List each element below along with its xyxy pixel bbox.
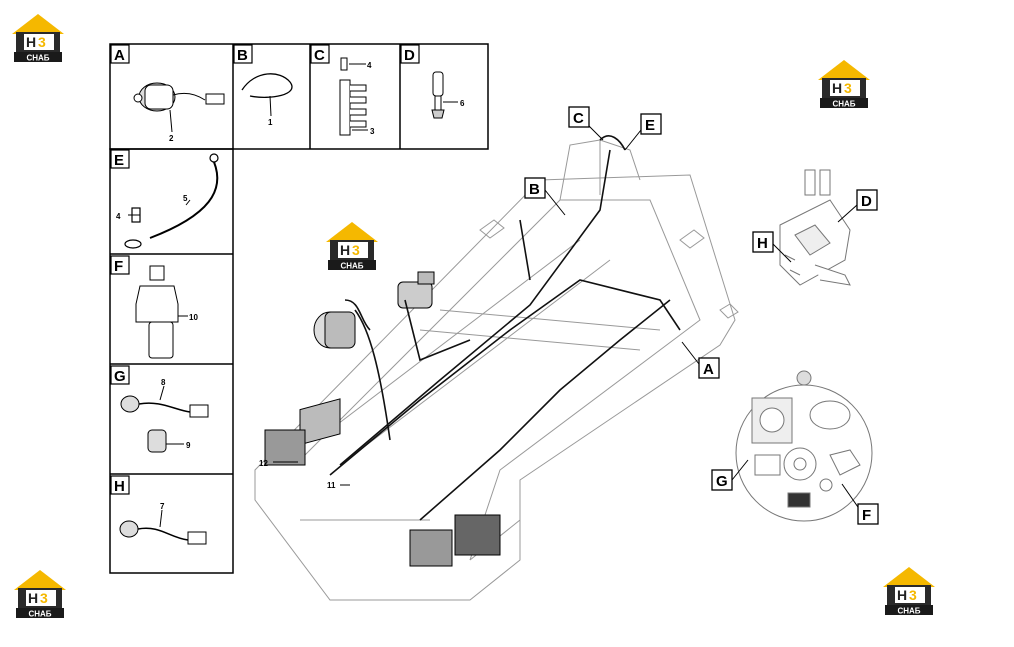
starter-motor	[313, 311, 356, 349]
logo-caption: СНАБ	[832, 100, 855, 109]
panel-a: A 2	[110, 44, 225, 143]
brand-logo-center: H 3 СНАБ	[326, 222, 378, 271]
part-number: 1	[268, 118, 273, 127]
sensor-with-lead-part	[120, 395, 209, 453]
part-number: 8	[161, 378, 166, 387]
engine-rear-detail	[735, 370, 873, 522]
callout-label: D	[861, 193, 872, 210]
battery-left	[264, 429, 306, 466]
electric-motor-part	[133, 82, 225, 112]
wiring-harness	[329, 135, 681, 521]
pressure-sensor-part	[431, 71, 445, 119]
logo-caption: СНАБ	[340, 262, 363, 271]
callout-g: G	[711, 459, 749, 491]
logo-letters: H	[832, 80, 842, 96]
callout-a: A	[681, 341, 720, 379]
panel-label: H	[114, 478, 125, 495]
panel-label: C	[314, 47, 325, 64]
part-number: 6	[460, 99, 465, 108]
logo-letters: H	[340, 242, 350, 258]
part-number: 4	[367, 61, 372, 70]
callout-label: C	[573, 110, 584, 127]
main-part-number: 12	[259, 459, 268, 468]
sensor-with-lead-part	[119, 520, 207, 545]
callout-b: B	[524, 177, 566, 216]
logo-accent: 3	[909, 587, 917, 603]
logo-accent: 3	[844, 80, 852, 96]
logo-caption: СНАБ	[897, 607, 920, 616]
panel-c: C 4 3	[310, 44, 375, 136]
panel-b: B 1	[233, 44, 293, 127]
logo-caption: СНАБ	[26, 54, 49, 63]
callout-label: E	[645, 117, 655, 134]
main-part-number: 11	[327, 481, 336, 490]
part-number: 5	[183, 194, 188, 203]
logo-accent: 3	[352, 242, 360, 258]
logo-letters: H	[897, 587, 907, 603]
part-number: 9	[186, 441, 191, 450]
logo-caption: СНАБ	[28, 610, 51, 619]
logo-letters: H	[26, 34, 36, 50]
panel-e: E 4 5	[110, 149, 219, 249]
part-number: 7	[160, 502, 165, 511]
temperature-switch-part	[135, 265, 179, 359]
battery-box	[299, 398, 341, 446]
battery-right	[409, 529, 453, 567]
callout-label: F	[862, 507, 871, 524]
part-number: 3	[370, 127, 375, 136]
brand-logo-bottom-left: H 3 СНАБ	[14, 570, 66, 619]
detail-panels	[109, 43, 489, 574]
callout-label: H	[757, 235, 768, 252]
panel-label: F	[114, 258, 123, 275]
panel-label: B	[237, 47, 248, 64]
logo-accent: 3	[38, 34, 46, 50]
part-number: 10	[189, 313, 198, 322]
brand-logo-bottom-right: H 3 СНАБ	[883, 567, 935, 616]
callout-f: F	[841, 483, 879, 525]
panel-f: F 10	[110, 255, 198, 359]
battery-box-right	[454, 514, 501, 556]
callout-label: A	[703, 361, 714, 378]
panel-g: G 8 9	[110, 365, 209, 453]
callout-c: C	[568, 106, 604, 141]
callout-label: B	[529, 181, 540, 198]
brand-logo-top-right: H 3 СНАБ	[818, 60, 870, 109]
panel-label: D	[404, 47, 415, 64]
clip-bracket-part	[339, 57, 367, 136]
engine-block-detail	[779, 169, 851, 286]
chassis-components	[264, 271, 501, 567]
brand-logo-top-left: H 3 СНАБ	[12, 14, 64, 63]
callout-d: D	[837, 189, 878, 223]
callout-e: E	[624, 113, 662, 151]
logo-letters: H	[28, 590, 38, 606]
panel-label: A	[114, 47, 125, 64]
logo-accent: 3	[40, 590, 48, 606]
panel-h: H 7	[110, 475, 207, 545]
chassis-frame-illustration	[254, 139, 739, 601]
callout-label: G	[716, 473, 728, 490]
panel-d: D 6	[400, 44, 465, 119]
alternator	[397, 271, 435, 309]
callout-h: H	[752, 231, 792, 263]
part-number: 4	[116, 212, 121, 221]
panel-label: G	[114, 368, 126, 385]
cable-tie-part	[241, 73, 293, 98]
panel-label: E	[114, 152, 124, 169]
ground-strap-part	[124, 153, 219, 249]
part-number: 2	[169, 134, 174, 143]
